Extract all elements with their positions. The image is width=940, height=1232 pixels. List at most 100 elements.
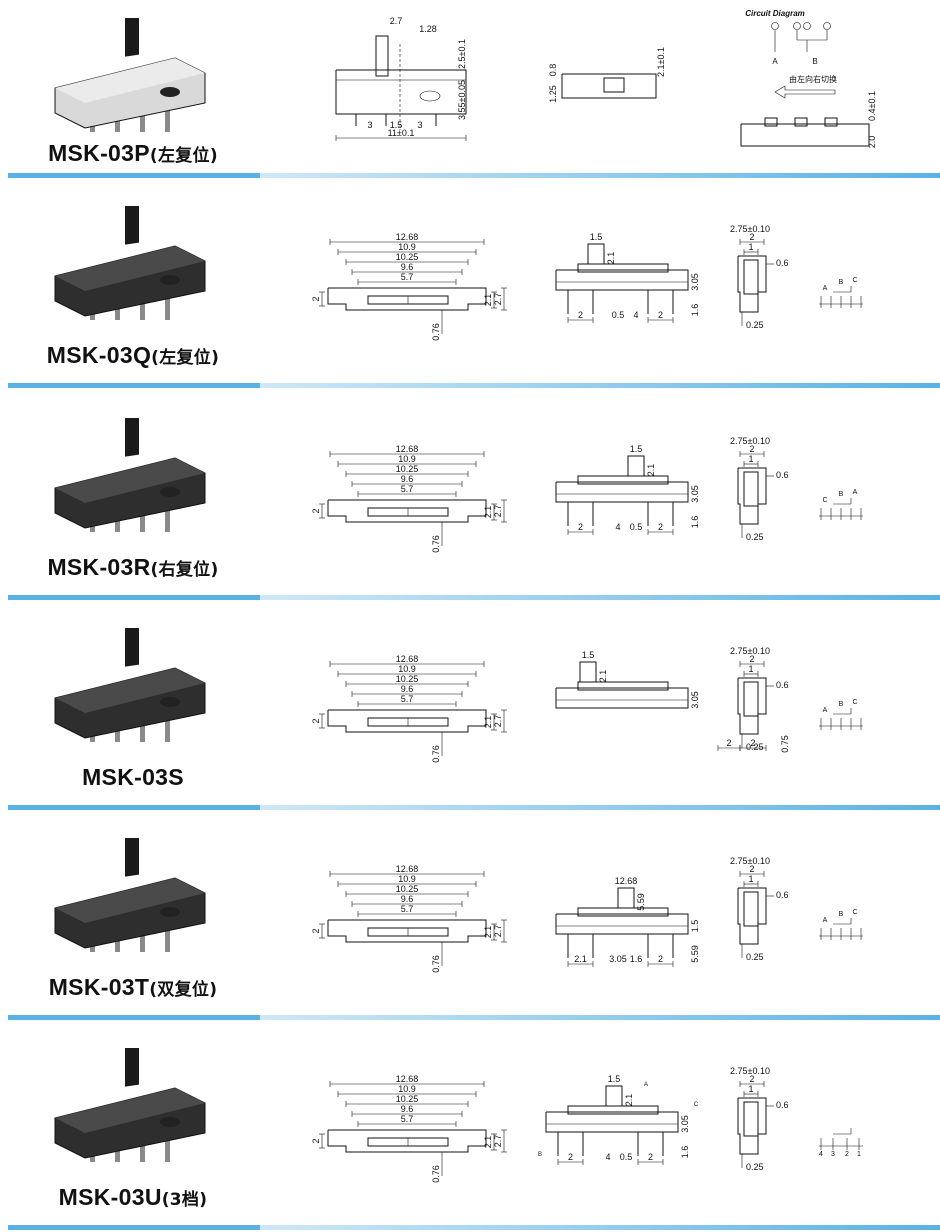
dimension-label: 2: [578, 310, 583, 320]
pin-image: [140, 506, 145, 532]
switch-top-image: [55, 668, 205, 713]
dimension-label: 0.5: [620, 1152, 633, 1162]
dimension-label: 2.75±0.10: [730, 646, 770, 656]
product-photo: [54, 628, 206, 742]
end-outline: [737, 467, 767, 525]
dimension-label: 9.6: [401, 684, 414, 694]
pin-label: 1: [857, 1151, 861, 1158]
divider-solid: [8, 595, 260, 600]
model-code: MSK-03T: [48, 974, 150, 1000]
dimension-label: B: [812, 57, 817, 66]
divider-fade: [260, 1225, 940, 1230]
dimension-label: 12.68: [396, 654, 419, 664]
slot-image: [160, 275, 180, 285]
pin-label: C: [822, 497, 827, 504]
dimension-label: 2.1: [606, 252, 616, 265]
dimension-label: 0.25: [746, 532, 764, 542]
model-name: MSK-03P(左复位): [8, 140, 258, 167]
dimension-label: 4: [615, 522, 620, 532]
dimension-label: 10.25: [396, 464, 419, 474]
product-photo: [54, 838, 206, 952]
dimension-label: 2.1: [483, 716, 493, 729]
model-suffix: (双复位): [149, 980, 218, 1000]
side-view-drawing: 0.81.252.1±0.1: [548, 47, 666, 103]
dimension-label: 1.6: [690, 304, 700, 317]
slider-knob-image: [125, 206, 139, 245]
dimension-label: 9.6: [401, 894, 414, 904]
dimension-label: 12.68: [396, 444, 419, 454]
drawing-outline: [617, 887, 635, 909]
dimension-label: 1.6: [690, 516, 700, 529]
pin-label: B: [839, 911, 844, 918]
dimension-label: 11±0.1: [388, 128, 415, 138]
drawing-outline: [577, 681, 669, 691]
pin-image: [140, 1136, 145, 1162]
terminal-symbol: [803, 22, 811, 30]
dimension-label: 2.1: [483, 926, 493, 939]
dimension-label: 3.05: [690, 273, 700, 291]
dimension-label: 2.75±0.10: [730, 1066, 770, 1076]
side-body: [561, 73, 657, 99]
dimension-label: 2.1: [574, 954, 587, 964]
dimension-label: 由左向右切换: [789, 74, 837, 84]
dimension-label: 2.1: [483, 506, 493, 519]
divider-solid: [8, 805, 260, 810]
dimension-label: 2.7: [493, 715, 503, 728]
dimension-label: 1.25: [548, 85, 558, 103]
drawing-outline: [743, 891, 759, 927]
model-code: MSK-03U: [58, 1184, 162, 1210]
dimension-label: 5.7: [401, 694, 414, 704]
side-body: [740, 123, 870, 147]
slider-knob-image: [125, 838, 139, 877]
dimension-label: 0.76: [431, 323, 441, 341]
front-body: [335, 69, 467, 115]
dimension-label: 1: [748, 454, 753, 464]
front-body: [555, 913, 689, 935]
model-name: MSK-03T(双复位): [8, 974, 258, 1001]
dimension-label: 1.6: [680, 1146, 690, 1159]
dimension-label: 3: [417, 120, 422, 130]
pin-label: 4: [819, 1151, 823, 1158]
divider-solid: [8, 1225, 260, 1230]
slider-knob-image: [125, 1048, 139, 1087]
dimension-label: 2: [749, 444, 754, 454]
divider-fade: [260, 805, 940, 810]
dimension-label: 0.76: [431, 1165, 441, 1183]
front-body: [545, 1111, 679, 1133]
dimension-label: 2: [749, 864, 754, 874]
dimension-label: 9.6: [401, 1104, 414, 1114]
dimension-label: 0.25: [746, 1162, 764, 1172]
dimension-label: C: [694, 1102, 699, 1108]
dimension-label: 0.25: [746, 952, 764, 962]
drawing-outline: [824, 117, 838, 127]
dimension-label: A: [772, 57, 778, 66]
dimension-label: 5.7: [401, 484, 414, 494]
dimension-label: 0.25: [746, 742, 764, 752]
dimension-label: 1: [748, 242, 753, 252]
dimension-label: 2: [311, 1138, 321, 1143]
pin-label: A: [853, 489, 858, 496]
dimension-label: 2.1: [598, 670, 608, 683]
terminal-symbol: [793, 22, 801, 30]
dimension-label: 10.9: [398, 454, 416, 464]
dimension-label: 2.7: [493, 505, 503, 518]
model-suffix: (左复位): [149, 146, 218, 166]
switch-top-image: [55, 878, 205, 923]
dimension-label: 2: [311, 718, 321, 723]
dimension-label: 2.5±0.1: [457, 39, 467, 69]
dimension-label: 2.7: [493, 925, 503, 938]
end-outline: [737, 887, 767, 945]
dimension-label: 0.6: [776, 258, 789, 268]
dimension-label: A: [644, 1082, 648, 1088]
dimension-label: 2.7: [390, 16, 403, 26]
